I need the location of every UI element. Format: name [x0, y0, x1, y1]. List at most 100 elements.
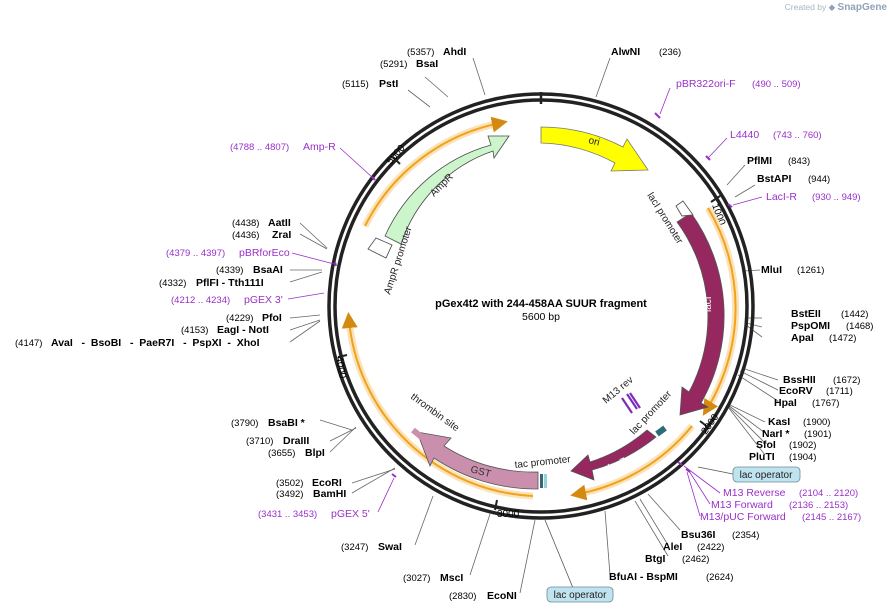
site-ecori[interactable]: EcoRI — [312, 477, 342, 489]
thrombin-site-label: thrombin site — [408, 392, 461, 435]
m13rev-label: M13 rev — [601, 375, 636, 407]
site-ecorv[interactable]: EcoRV — [779, 385, 813, 397]
laci-feature[interactable]: lacI — [676, 212, 725, 416]
primer-pbr322ori-f-pos: (490 .. 509) — [752, 79, 801, 90]
site-bsabi[interactable]: BsaBI * — [268, 417, 306, 429]
credit-brand: SnapGene — [837, 2, 887, 13]
snapgene-credit: Created by ◆ SnapGene — [785, 2, 887, 13]
site-pos: (4436) — [232, 230, 259, 241]
site-pflfi-tth111i[interactable]: PflFI - Tth111I — [196, 277, 264, 289]
site-pos: (3247) — [341, 542, 368, 553]
gst-feature[interactable]: GST — [416, 431, 539, 490]
lac-operator-box-right[interactable]: lac operator — [697, 466, 801, 483]
site-bsu36i[interactable]: Bsu36I — [681, 529, 716, 541]
site-pos: (3492) — [276, 489, 303, 500]
site-pos: (4339) — [216, 265, 243, 276]
site-pluti[interactable]: PluTI — [749, 451, 775, 463]
site-nari[interactable]: NarI * — [762, 428, 790, 440]
site-pos: (3655) — [268, 448, 295, 459]
site-leader-lines — [289, 57, 779, 594]
site-bsshii[interactable]: BssHII — [783, 374, 816, 386]
site-pos: (1902) — [789, 440, 816, 451]
ruler-ticks — [337, 156, 721, 511]
site-pos: (1767) — [812, 398, 839, 409]
lac-promoter-right-label: lac promoter — [628, 388, 674, 437]
site-bamhi[interactable]: BamHI — [313, 488, 346, 500]
site-bsaai[interactable]: BsaAI — [253, 264, 283, 276]
site-alwni[interactable]: AlwNI — [611, 46, 640, 58]
site-econi[interactable]: EcoNI — [487, 590, 517, 602]
primer-pgex3-pos: (4212 .. 4234) — [171, 295, 230, 306]
tac-promoter-label: tac promoter — [514, 454, 572, 471]
site-bsai[interactable]: BsaI — [416, 58, 438, 70]
ori-feature[interactable]: ori — [540, 126, 649, 172]
site-pflmi[interactable]: PflMI — [747, 155, 772, 167]
tick-4000: 4000 — [333, 356, 348, 380]
site-pos: (4229) — [226, 313, 253, 324]
site-avai-group[interactable]: AvaI - BsoBI - PaeR7I - PspXI - XhoI — [51, 337, 260, 349]
site-pos: (3027) — [403, 573, 430, 584]
primer-pbr322ori-f[interactable]: pBR322ori-F — [676, 78, 736, 90]
site-pos: (3790) — [231, 418, 258, 429]
site-pos: (2354) — [732, 530, 759, 541]
primer-m13-forward-pos: (2136 .. 2153) — [789, 500, 848, 511]
site-sfoi[interactable]: SfoI — [756, 439, 776, 451]
lac-operator-box-bottom[interactable]: lac operator — [544, 519, 614, 603]
site-hpai[interactable]: HpaI — [774, 397, 797, 409]
site-pos: (2830) — [449, 591, 476, 602]
site-draiii[interactable]: DraIII — [283, 435, 309, 447]
primer-pbrforeco[interactable]: pBRforEco — [239, 247, 290, 259]
site-bsteii[interactable]: BstEII — [791, 308, 821, 320]
site-pfoi[interactable]: PfoI — [262, 312, 282, 324]
site-blpi[interactable]: BlpI — [305, 447, 325, 459]
site-alei[interactable]: AleI — [663, 541, 682, 553]
primer-pgex5[interactable]: pGEX 5' — [331, 508, 370, 520]
site-btgi[interactable]: BtgI — [645, 553, 665, 565]
primer-m13-forward[interactable]: M13 Forward — [711, 499, 773, 511]
site-apai[interactable]: ApaI — [791, 332, 814, 344]
site-mlui[interactable]: MluI — [761, 264, 782, 276]
site-aatii[interactable]: AatII — [268, 217, 291, 229]
site-zrai[interactable]: ZraI — [272, 229, 291, 241]
site-msci[interactable]: MscI — [440, 572, 463, 584]
site-eagi-noti[interactable]: EagI - NotI — [217, 324, 269, 336]
orf-arcs — [341, 116, 740, 501]
primer-l4440[interactable]: L4440 — [730, 129, 759, 141]
lac-operator-label-right: lac operator — [740, 470, 793, 481]
thrombin-site-feature[interactable]: thrombin site — [408, 392, 461, 443]
primer-pbrforeco-pos: (4379 .. 4397) — [166, 248, 225, 259]
primer-amp-r[interactable]: Amp-R — [303, 141, 336, 153]
site-swai[interactable]: SwaI — [378, 541, 402, 553]
site-kasi[interactable]: KasI — [768, 416, 790, 428]
site-pos: (1472) — [829, 333, 856, 344]
site-pos: (944) — [808, 174, 830, 185]
ori-label: ori — [587, 135, 600, 148]
site-pos: (4332) — [159, 278, 186, 289]
primer-m13-reverse-pos: (2104 .. 2120) — [799, 488, 858, 499]
site-pos: (3710) — [246, 436, 273, 447]
site-pos: (1468) — [846, 321, 873, 332]
site-pos: (2462) — [682, 554, 709, 565]
site-pspomi[interactable]: PspOMI — [791, 320, 830, 332]
site-pos: (2422) — [697, 542, 724, 553]
primer-m13-puc-forward[interactable]: M13/pUC Forward — [700, 511, 786, 523]
credit-created-by: Created by — [784, 2, 827, 12]
site-pos: (5291) — [380, 59, 407, 70]
m13rev-feature[interactable]: M13 rev — [601, 375, 641, 414]
site-psti[interactable]: PstI — [379, 78, 398, 90]
snapgene-logo-icon: ◆ — [828, 2, 836, 12]
primer-m13-reverse[interactable]: M13 Reverse — [723, 487, 786, 499]
lac-operator-marker[interactable] — [655, 425, 667, 437]
laci-label: lacI — [703, 296, 714, 312]
plasmid-name: pGex4t2 with 244-458AA SUUR fragment — [435, 298, 647, 310]
site-ahdi[interactable]: AhdI — [443, 46, 466, 58]
site-bstapi[interactable]: BstAPI — [757, 173, 792, 185]
site-pos: (1900) — [803, 417, 830, 428]
primer-pgex3[interactable]: pGEX 3' — [244, 294, 283, 306]
site-pos: (1261) — [797, 265, 824, 276]
site-pos: (2624) — [706, 572, 733, 583]
site-bfuai-bspmi[interactable]: BfuAI - BspMI — [609, 571, 678, 583]
primer-laci-r[interactable]: LacI-R — [766, 191, 797, 203]
site-pos: (3502) — [276, 478, 303, 489]
